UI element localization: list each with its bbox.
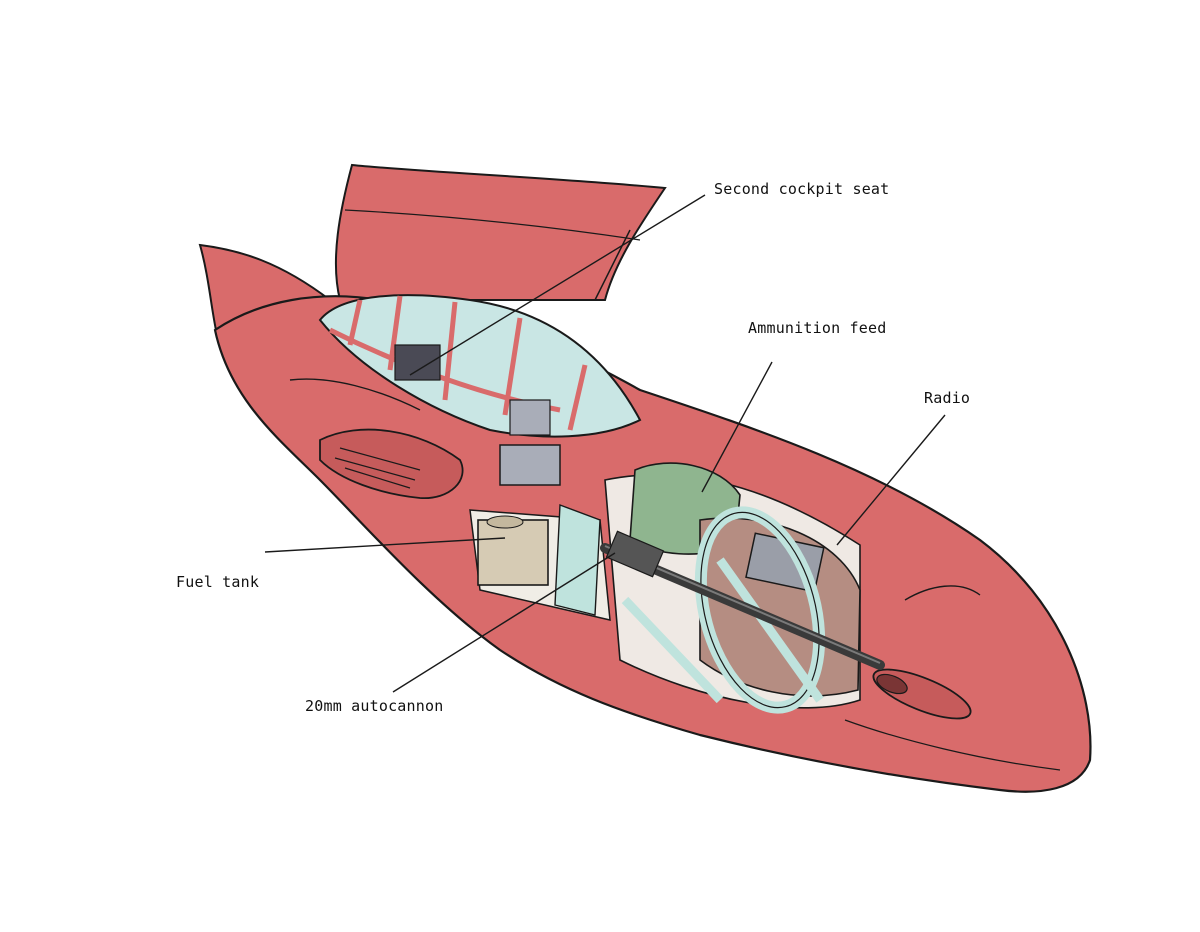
frame-strut-1 (621, 596, 724, 704)
tail-fin (334, 163, 667, 302)
bulkhead-frame (554, 504, 601, 616)
leader-line-fuel (264, 537, 506, 553)
fuel-tank-cap (486, 515, 524, 529)
label-autocannon: 20mm autocannon (305, 697, 444, 715)
rear-seat (394, 344, 441, 381)
tail-fin-panel-line (344, 209, 641, 241)
label-radio: Radio (924, 389, 971, 407)
autocannon-breech (605, 530, 665, 578)
nose-intake-inner (876, 673, 908, 695)
structural-ring-outline (700, 511, 820, 709)
canopy-frame-1 (347, 299, 363, 346)
canopy-frame-5 (567, 364, 588, 431)
instrument-box (499, 444, 561, 486)
exhaust-vents (334, 447, 421, 489)
leader-line-radio (836, 414, 946, 546)
leader-line-seat (409, 194, 706, 376)
label-ammunition-feed: Ammunition feed (748, 319, 887, 337)
leader-line-ammo (701, 361, 773, 493)
leader-line-cannon (392, 552, 616, 693)
label-fuel-tank: Fuel tank (176, 573, 260, 591)
front-seat (509, 399, 551, 436)
nose-panel-seam (904, 585, 981, 601)
canopy (318, 294, 642, 438)
lower-hull-line (844, 719, 1061, 771)
label-second-cockpit-seat: Second cockpit seat (714, 180, 890, 198)
tail-fin-trailing-edge (594, 229, 631, 301)
fuel-tank (477, 519, 549, 586)
side-exhaust (319, 428, 464, 499)
frame-strut-2 (716, 557, 824, 703)
wing-root-line (289, 378, 421, 411)
